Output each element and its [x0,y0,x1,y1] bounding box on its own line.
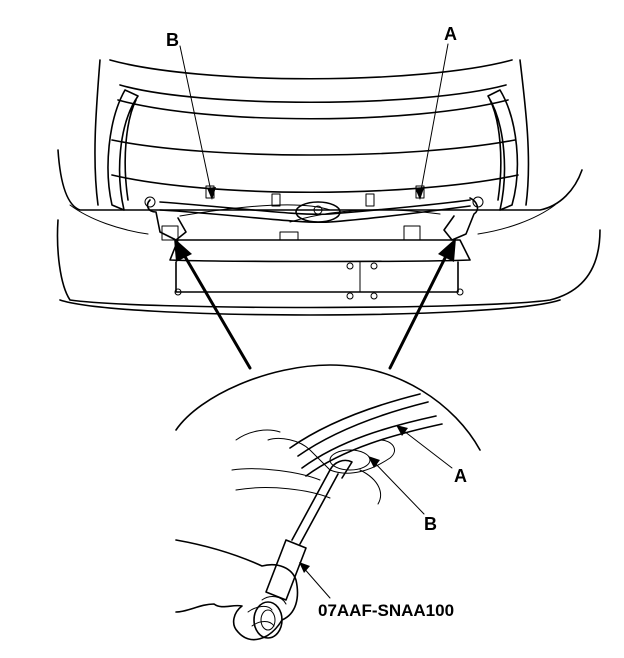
panel-screw-4 [370,292,378,300]
detail-bracket [267,437,395,474]
arrow-to-left-anchor [178,246,252,370]
stay-bar-upper [159,199,471,216]
leader-detail-b-arrowhead [368,456,380,468]
clip-mid-left [271,193,281,207]
lid-rim [109,59,519,194]
stay-bar-lower [159,205,471,224]
leader-top-b-arrowhead [207,187,216,200]
leader-top-a [419,43,449,197]
trim-left [69,204,149,235]
arrow-right-head [438,238,456,262]
right-bracket [403,225,421,241]
detail-view [175,364,481,641]
panel-screw-2 [370,262,378,270]
tool-ring [253,601,283,639]
tool-handle [265,539,307,601]
leader-top-b [179,45,213,197]
lock-striker [295,201,341,223]
arrow-left-head [174,238,192,262]
clip-mid-right [365,193,375,207]
label-top-b: B [166,30,179,50]
side-bolt-left [144,196,156,208]
detail-stay-a [289,393,429,457]
detail-clip [329,449,371,471]
body-outline [56,59,601,316]
label-detail-b: B [424,514,437,534]
right-anchor [443,197,479,241]
leader-detail-b [371,459,425,515]
left-hinge [107,89,139,211]
panel-screw-3 [346,292,354,300]
label-detail-a: A [454,466,467,486]
panel-screw-1 [346,262,354,270]
leader-tool [301,565,331,599]
center-latch [279,231,299,241]
corner-screw-right [456,288,464,296]
arrow-to-right-anchor [388,246,452,370]
detail-body-lines [231,429,382,505]
right-hinge [487,89,519,211]
rear-panel [169,239,471,293]
tool-ring-inner [260,609,276,631]
label-tool-number: 07AAF-SNAA100 [318,601,454,620]
trim-right [477,204,556,235]
left-bracket [161,225,179,241]
leader-tool-arrowhead [299,562,310,573]
tool-hook [329,459,353,479]
striker-bolt [313,205,323,215]
detail-stay-b [301,415,443,477]
stay-bar-cross [179,204,441,223]
detail-circle-arc [175,364,481,451]
leader-detail-a-arrowhead [396,425,408,436]
leader-detail-a [399,427,453,469]
left-anchor [146,199,187,241]
side-bolt-right [472,196,484,208]
corner-screw-left [174,288,182,296]
label-top-a: A [444,24,457,44]
hand [175,539,299,641]
leader-top-a-arrowhead [415,188,424,200]
trunk-opening-view [56,59,601,316]
tool-shaft [291,469,339,545]
